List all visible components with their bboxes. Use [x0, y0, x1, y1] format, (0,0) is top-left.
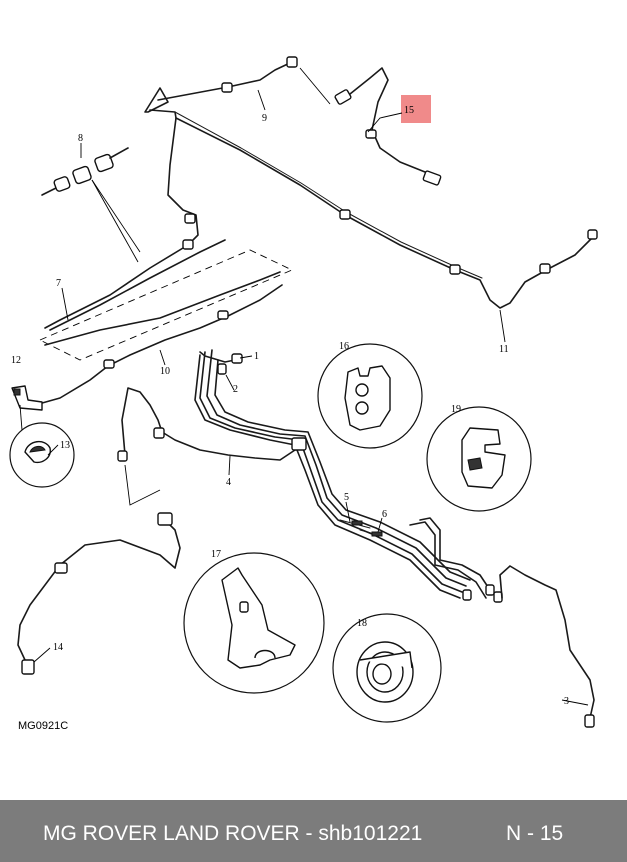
callout-13: 13: [60, 440, 70, 451]
detail-17: [183, 552, 325, 694]
callout-15: 15: [404, 105, 414, 116]
callout-12: 12: [11, 355, 21, 366]
upper-brake-pipe: [44, 56, 598, 329]
callout-8: 8: [78, 133, 83, 144]
detail-19: [426, 406, 532, 512]
pipe-10: [34, 284, 283, 406]
pipe-3: [499, 565, 595, 728]
brake-pipe-diagram: 1 2 3 4 5 6 7 8 9 10 11 12 13 14 15 16 1…: [9, 56, 598, 732]
pipe-4: [117, 387, 306, 462]
detail-18: [332, 613, 442, 723]
callout-2: 2: [233, 384, 238, 395]
pipe-7-group: [38, 239, 294, 361]
flexible-hose-15: [334, 67, 442, 186]
footer-page-code: N - 15: [506, 822, 564, 845]
callout-19: 19: [451, 404, 461, 415]
fittings-1-2: [199, 351, 243, 375]
callout-1: 1: [254, 351, 259, 362]
footer-source-text: MG ROVER LAND ROVER - shb101221: [43, 822, 423, 845]
callout-5: 5: [344, 492, 349, 503]
callout-18: 18: [357, 618, 367, 629]
bracket-12: [11, 385, 43, 411]
callout-3: 3: [564, 696, 569, 707]
callout-15-highlight: [401, 95, 431, 123]
pipe-bundle: [194, 349, 503, 603]
callout-11: 11: [499, 344, 509, 355]
callout-16: 16: [339, 341, 349, 352]
callout-10: 10: [160, 366, 170, 377]
callout-4: 4: [226, 477, 231, 488]
footer-bar: MG ROVER LAND ROVER - shb101221 N - 15: [0, 800, 627, 862]
flexible-hose-14: [17, 464, 181, 675]
callout-17: 17: [211, 549, 221, 560]
callout-labels: 1 2 3 4 5 6 7 8 9 10 11 12 13 14 15 16 1…: [11, 105, 569, 732]
detail-13: [9, 404, 75, 488]
callout-6: 6: [382, 509, 387, 520]
callout-7: 7: [56, 278, 61, 289]
union-fittings-8: [41, 147, 129, 196]
detail-16: [317, 343, 423, 449]
callout-9: 9: [262, 113, 267, 124]
callout-14: 14: [53, 642, 63, 653]
drawing-code: MG0921C: [18, 720, 68, 732]
leader-lines: [33, 67, 589, 706]
